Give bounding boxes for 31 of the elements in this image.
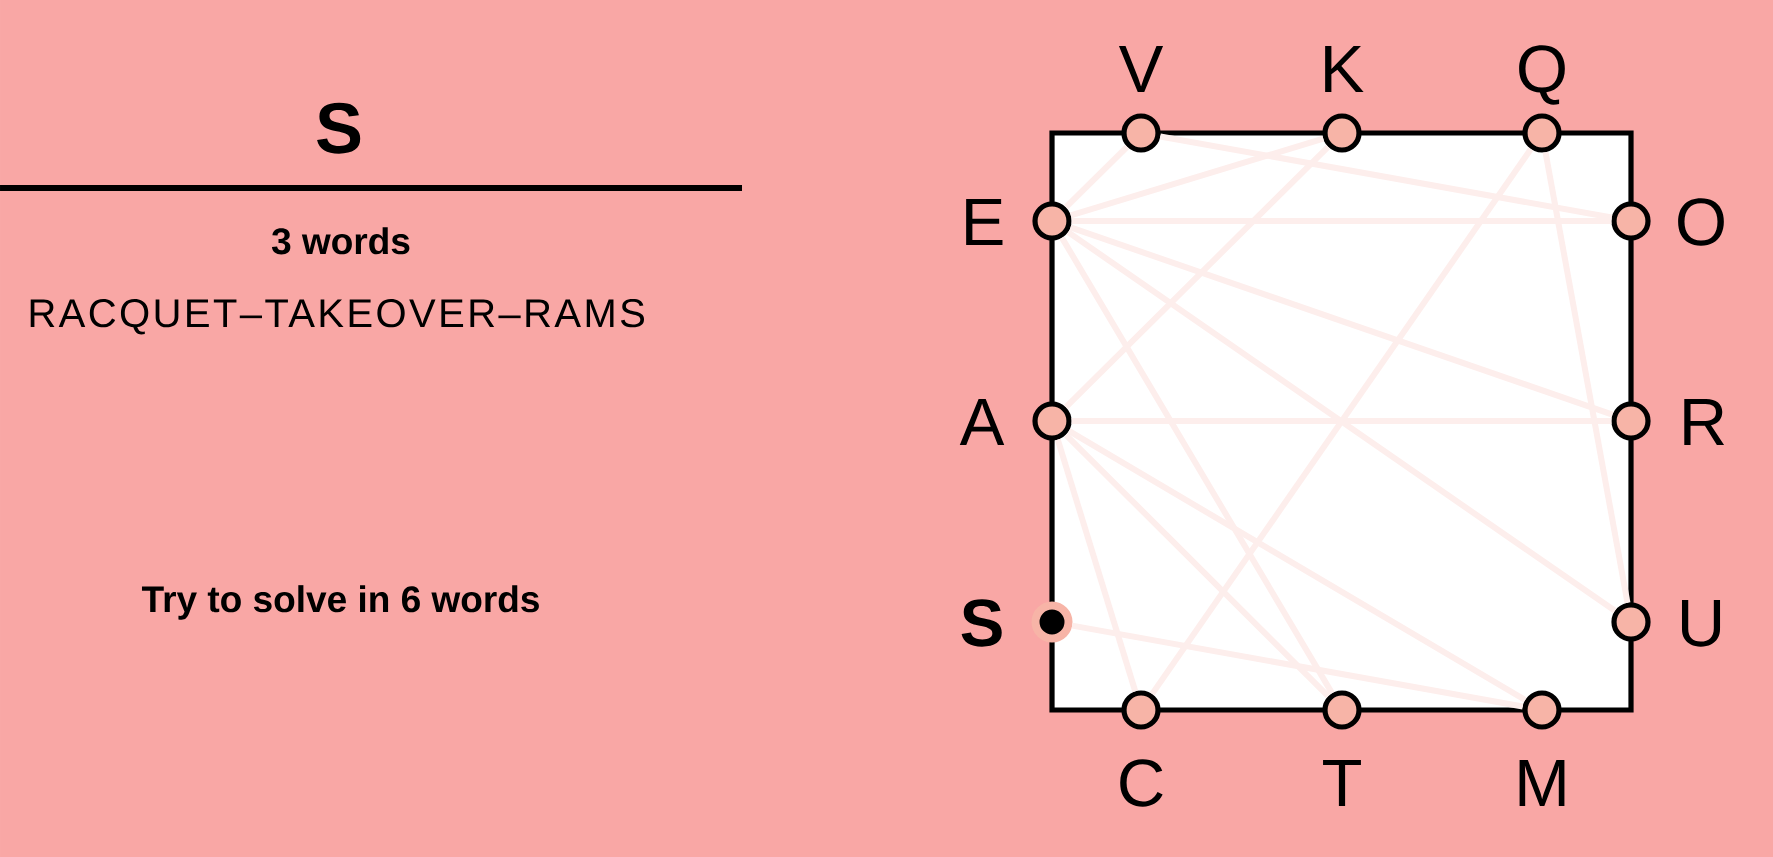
connector-line xyxy=(1059,236,1335,695)
word-count-text: 3 words xyxy=(271,227,410,255)
connector-line xyxy=(1159,133,1613,221)
letter-label: A xyxy=(959,398,1005,445)
connector-line xyxy=(1069,135,1325,219)
connector-line xyxy=(1149,147,1534,696)
connector-line xyxy=(1071,622,1524,710)
connector-line xyxy=(1063,144,1331,410)
letter-label: C xyxy=(1120,759,1163,807)
letter-label: M xyxy=(1519,759,1565,806)
connector-line xyxy=(1542,151,1631,604)
heading-letter: S xyxy=(317,102,361,154)
connector-line xyxy=(1063,144,1130,210)
letter-label: T xyxy=(1323,759,1361,806)
word-chain-text: RACQUET–TAKEOVER–RAMS xyxy=(30,299,644,335)
letter-label: U xyxy=(1682,599,1721,647)
connector-line xyxy=(1066,229,1617,614)
goal-text: Try to solve in 6 words xyxy=(142,585,539,620)
letter-label: R xyxy=(1684,398,1725,445)
connector-line xyxy=(1067,428,1527,703)
letter-label: V xyxy=(1118,45,1164,92)
connector-line xyxy=(1071,218,1612,224)
connector-line xyxy=(1071,418,1612,424)
letter-label: E xyxy=(966,198,1003,245)
connector-line xyxy=(1063,432,1331,699)
letter-label: O xyxy=(1678,198,1724,246)
letter-label: S xyxy=(961,599,1002,647)
connector-line xyxy=(1069,224,1614,418)
connector-line xyxy=(1054,438,1139,693)
letter-label: K xyxy=(1325,45,1364,92)
letter-label: Q xyxy=(1519,45,1565,105)
